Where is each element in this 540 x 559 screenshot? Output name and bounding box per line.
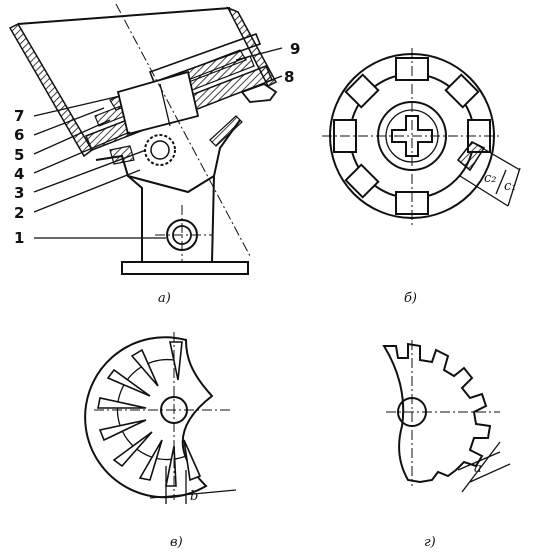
dimension-c1: c₁ xyxy=(504,179,517,194)
part-label-5: 5 xyxy=(14,146,24,164)
view-a-mechanism xyxy=(8,3,283,275)
part-label-2: 2 xyxy=(14,204,24,222)
part-label-4: 4 xyxy=(14,165,24,183)
part-label-8: 8 xyxy=(284,68,294,86)
view-d-toothed-segment xyxy=(382,340,511,493)
part-label-3: 3 xyxy=(14,184,24,202)
part-label-7: 7 xyxy=(14,107,24,125)
caption-view-a: а) xyxy=(158,291,171,306)
caption-view-b: б) xyxy=(404,291,417,306)
part-label-9: 9 xyxy=(290,40,300,58)
view-b-slotted-disc xyxy=(322,48,521,226)
part-label-6: 6 xyxy=(14,126,24,144)
part-label-1: 1 xyxy=(14,229,24,247)
caption-view-c: в) xyxy=(170,535,183,550)
dimension-c2: c₂ xyxy=(484,171,497,186)
view-c-wedge-disc xyxy=(84,332,237,504)
dimension-a: a xyxy=(474,461,482,476)
caption-view-d: г) xyxy=(424,535,436,550)
dimension-b: b xyxy=(190,489,198,504)
